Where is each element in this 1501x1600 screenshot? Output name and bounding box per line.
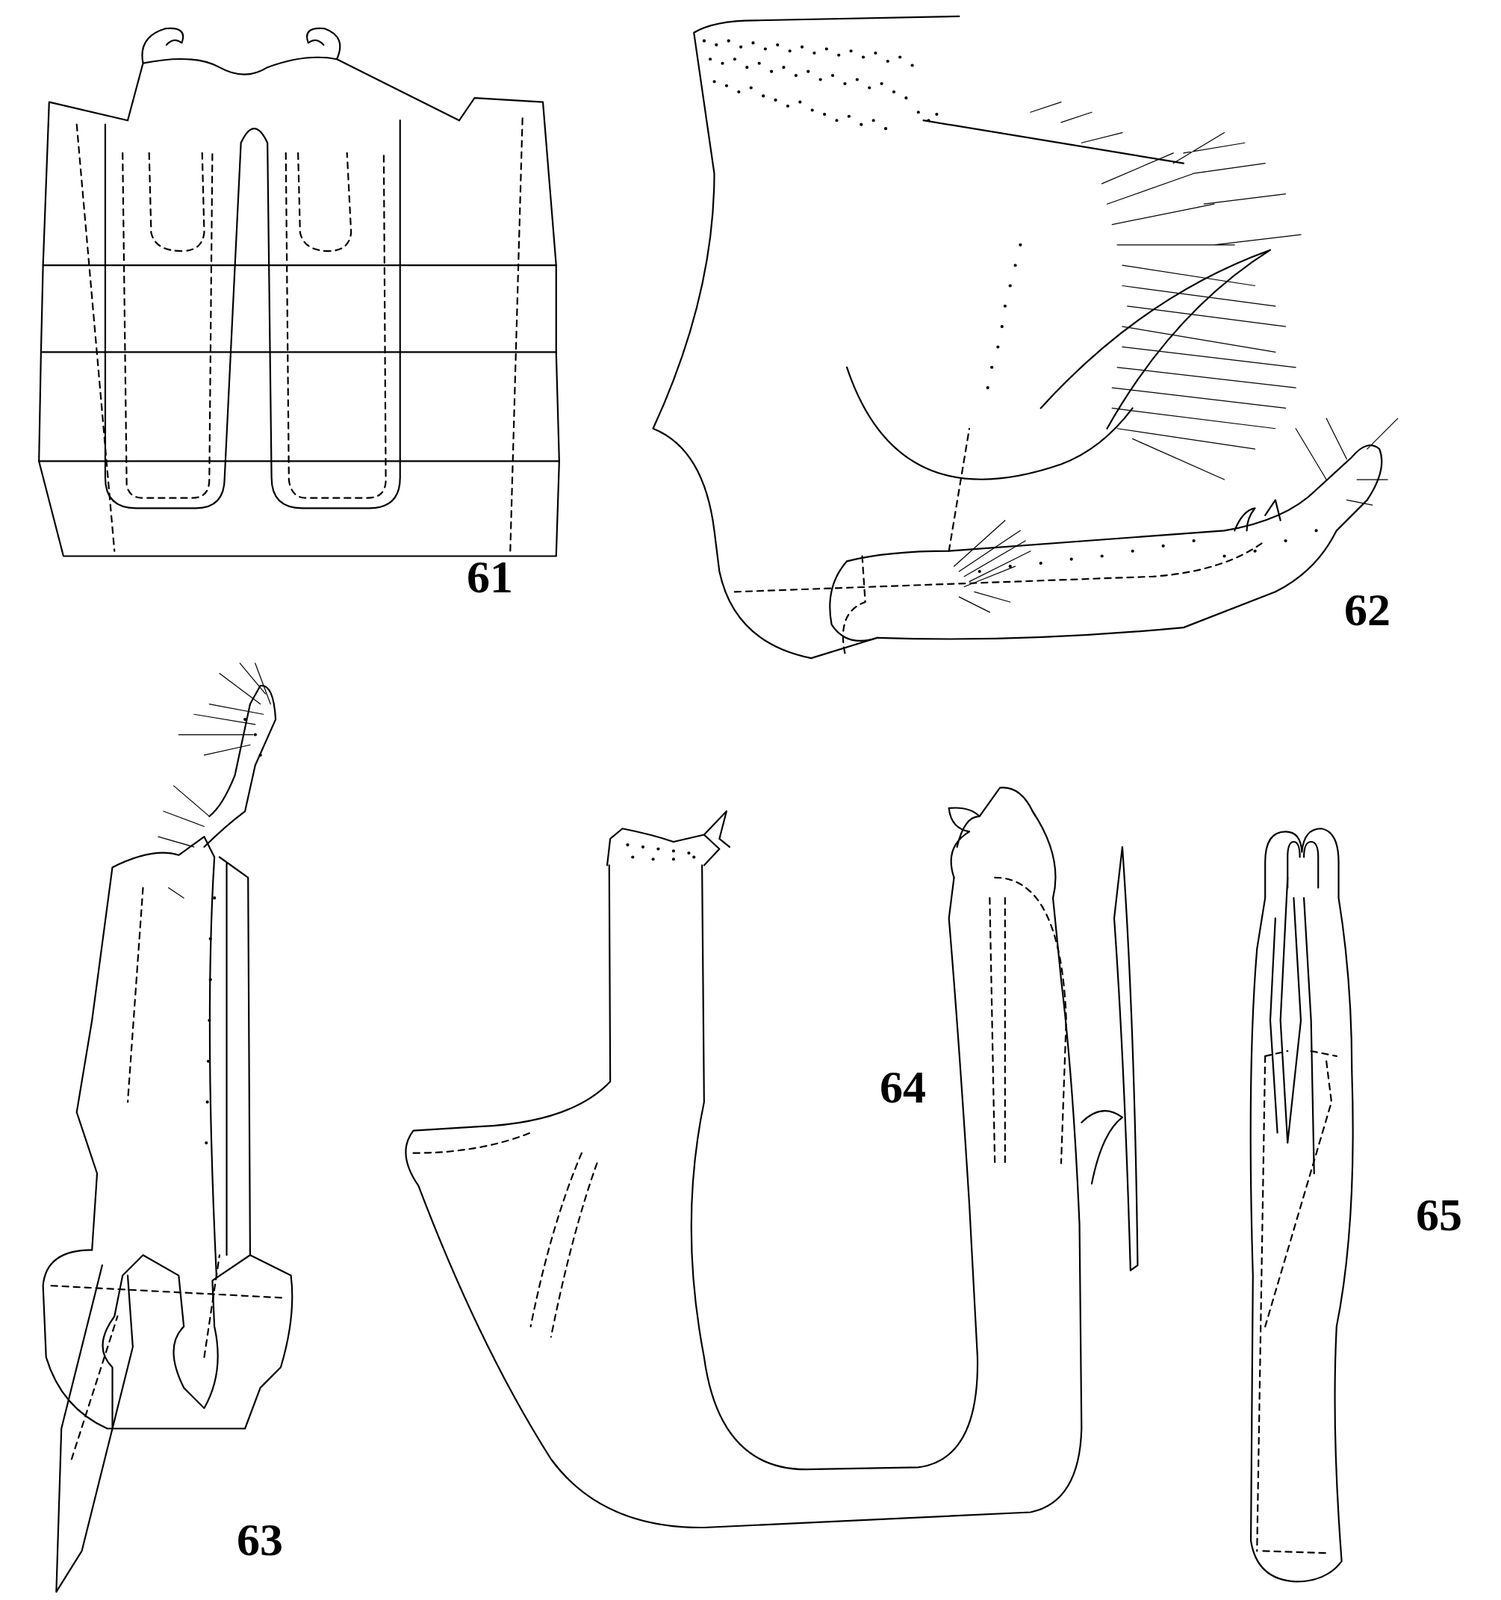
segment-outline bbox=[127, 28, 460, 121]
abdomen-dorsal-view bbox=[38, 28, 560, 557]
appendage-outline bbox=[219, 857, 251, 1256]
sclerite-texture bbox=[627, 844, 694, 859]
setae bbox=[1030, 102, 1398, 506]
phallus-ventral-view bbox=[1250, 828, 1354, 1581]
internal-outline bbox=[76, 117, 523, 551]
internal-outline bbox=[149, 153, 351, 251]
inferior-appendages-ventral-view bbox=[43, 663, 293, 1592]
setae bbox=[158, 663, 271, 898]
segment-suture bbox=[38, 265, 560, 461]
figure-number: 61 bbox=[466, 553, 514, 600]
genitalia-lateral-view bbox=[653, 16, 1398, 658]
phallus-outline bbox=[1250, 828, 1354, 1581]
segment-outline bbox=[38, 97, 560, 556]
setal-pits bbox=[979, 244, 1317, 572]
phallic-apex bbox=[607, 810, 730, 865]
basal-spine bbox=[56, 1265, 133, 1592]
phallus-outline bbox=[405, 810, 1082, 1528]
appendage-outline bbox=[76, 836, 217, 1275]
figure-number: 64 bbox=[879, 1063, 926, 1110]
stipple bbox=[704, 41, 938, 129]
setal-tuft bbox=[954, 520, 1031, 613]
internal-rod bbox=[1270, 877, 1315, 1174]
internal-outline bbox=[51, 887, 287, 1459]
segment-outline bbox=[846, 120, 1271, 480]
phallus-lateral-view bbox=[405, 787, 1138, 1528]
base-plate bbox=[43, 1249, 293, 1428]
phallus-outline bbox=[691, 864, 978, 1469]
inferior-appendage bbox=[829, 445, 1382, 641]
segment-outline bbox=[653, 16, 960, 658]
figure-number: 65 bbox=[1415, 1191, 1463, 1238]
figure-number: 62 bbox=[1344, 586, 1391, 633]
setal-pits bbox=[206, 719, 261, 1143]
apical-lobes bbox=[1287, 841, 1319, 888]
internal-outline bbox=[413, 877, 1067, 1337]
paramere-spine bbox=[1081, 846, 1138, 1271]
phallic-apex bbox=[949, 787, 1036, 877]
internal-outline bbox=[1256, 1050, 1337, 1553]
appendage-process bbox=[1234, 499, 1280, 531]
dorsal-lobe bbox=[105, 120, 401, 508]
figure-number: 63 bbox=[236, 1515, 284, 1563]
